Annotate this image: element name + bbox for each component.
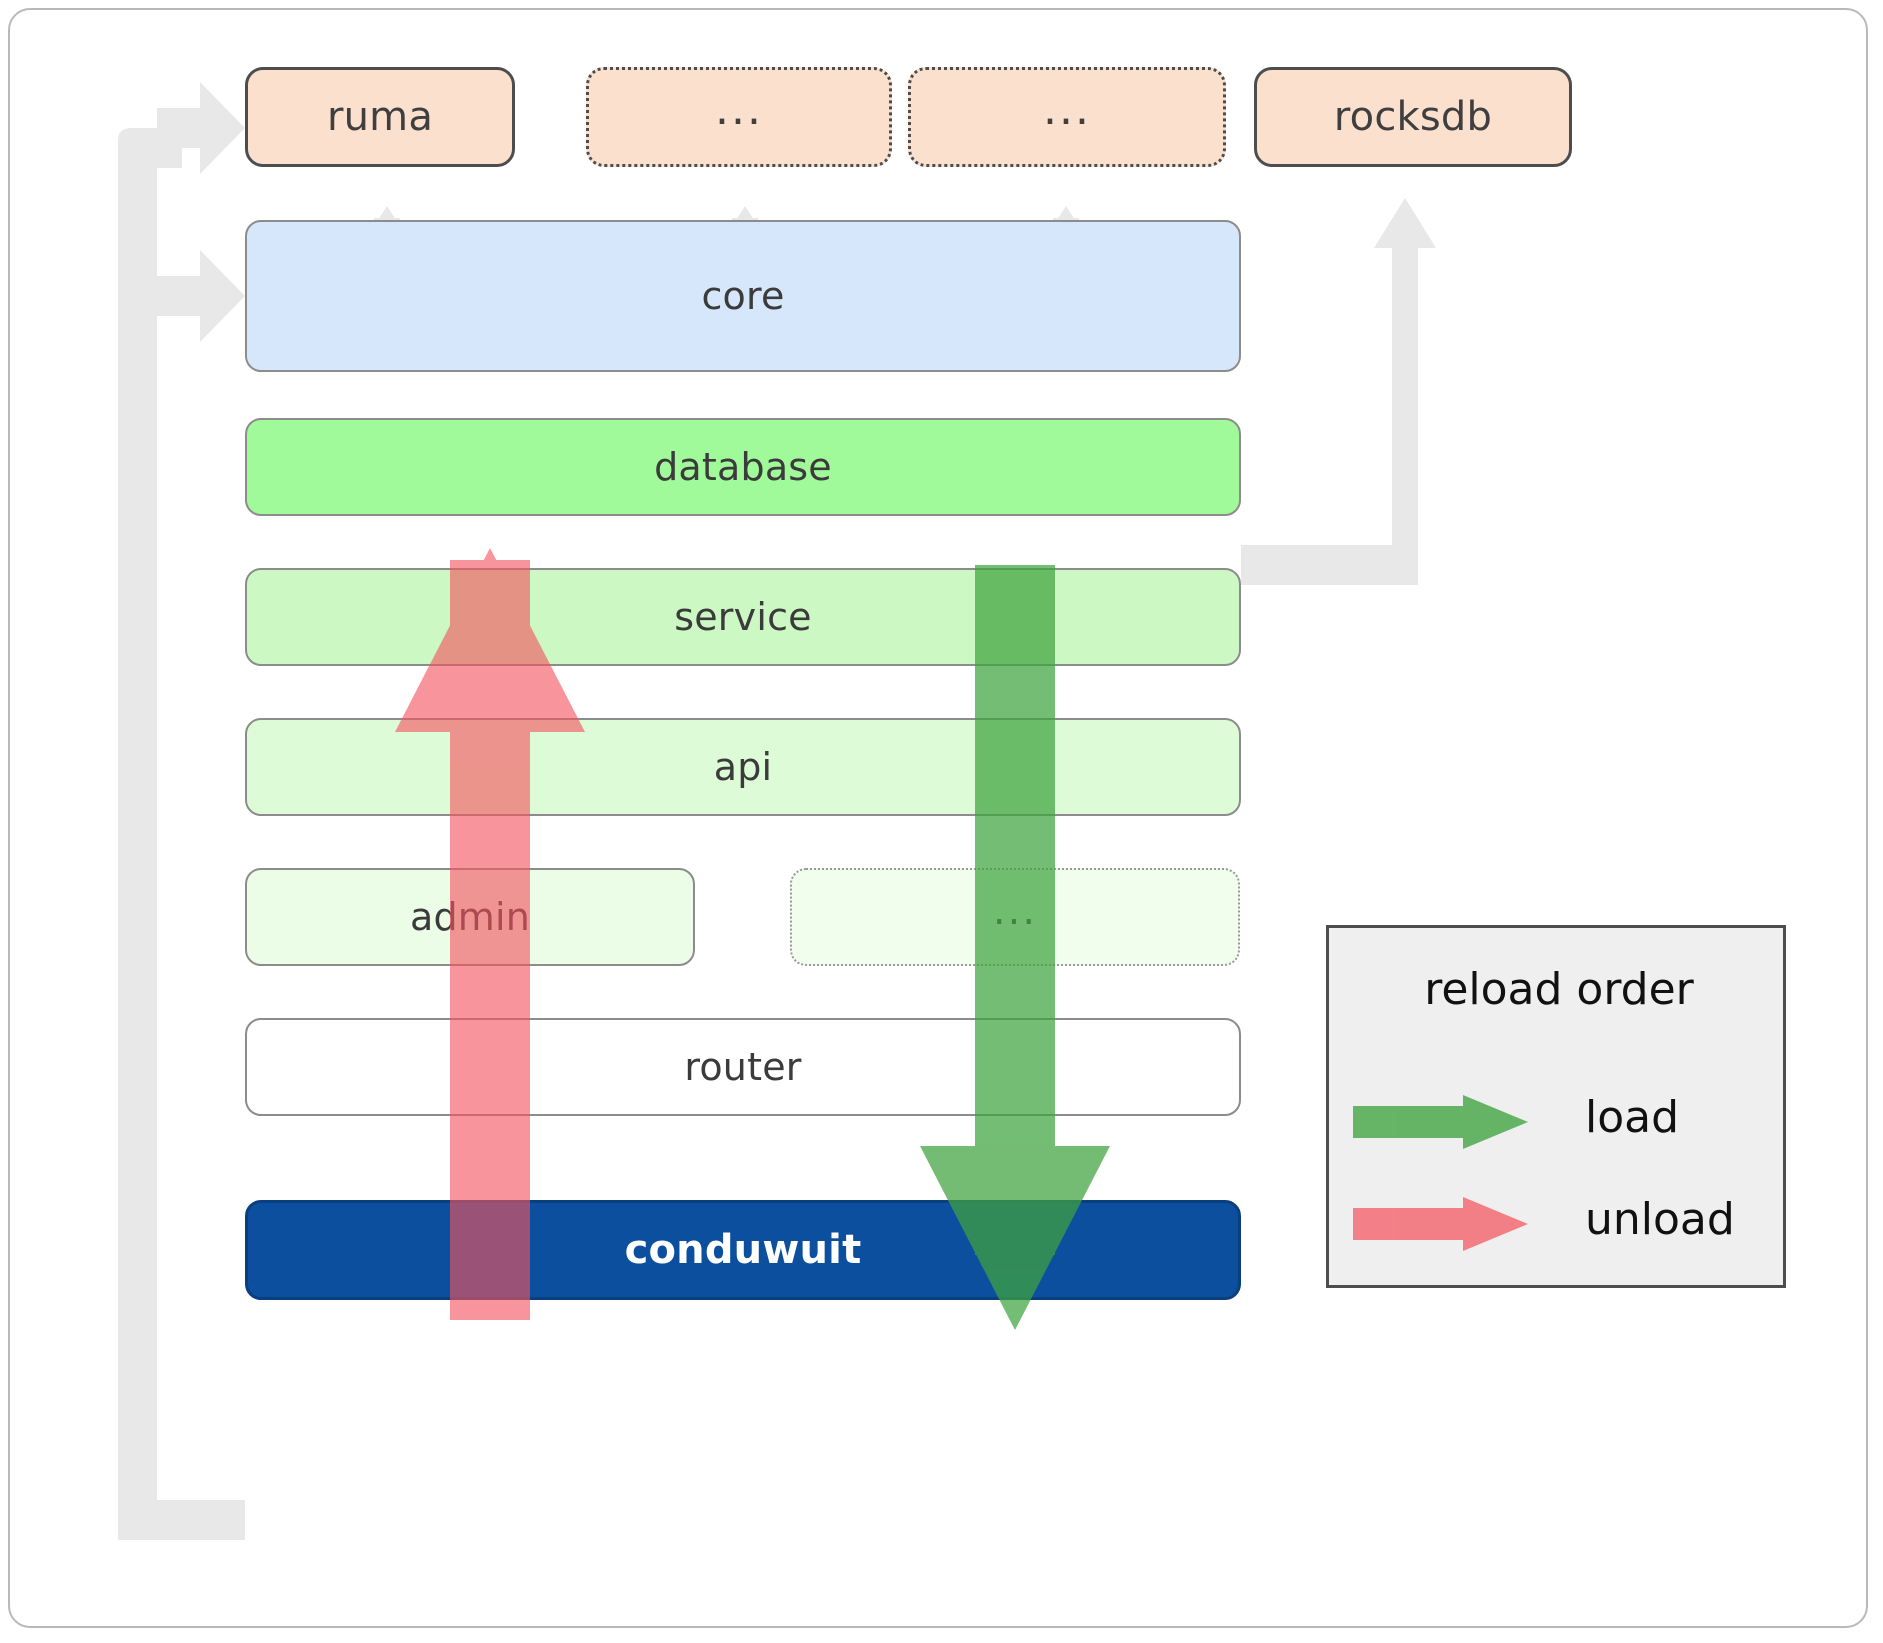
crate-label: core (701, 274, 785, 318)
crate-box-api[interactable]: api (245, 718, 1241, 816)
crate-box-admin[interactable]: admin (245, 868, 695, 966)
unload-arrow-icon (1353, 1197, 1528, 1251)
crate-label: admin (409, 895, 531, 939)
legend-label: load (1585, 1092, 1680, 1143)
legend-label: unload (1585, 1194, 1735, 1245)
crate-label: database (654, 445, 832, 489)
crate-box-core[interactable]: core (245, 220, 1241, 372)
dependency-box-rocksdb[interactable]: rocksdb (1254, 67, 1572, 167)
legend-title: reload order (1424, 964, 1694, 1015)
legend-entry-unload: unload (1329, 1182, 1789, 1266)
legend-entry-load: load (1329, 1080, 1789, 1164)
dependency-label: ... (715, 83, 763, 135)
crate-box-ellipsis[interactable]: ... (790, 868, 1240, 966)
crate-label: ... (992, 888, 1038, 934)
dependency-label: rocksdb (1333, 94, 1493, 140)
crate-box-database[interactable]: database (245, 418, 1241, 516)
binary-label: conduwuit (624, 1227, 862, 1273)
dependency-label: ruma (326, 94, 434, 140)
crate-box-service[interactable]: service (245, 568, 1241, 666)
crate-label: service (674, 595, 812, 639)
crate-label: api (713, 745, 773, 789)
legend-panel: reload order load unload (1326, 925, 1786, 1288)
dependency-label: ... (1043, 83, 1091, 135)
dependency-box-ellipsis-2[interactable]: ... (908, 67, 1226, 167)
crate-box-router[interactable]: router (245, 1018, 1241, 1116)
crate-label: router (684, 1045, 802, 1089)
dependency-box-ruma[interactable]: ruma (245, 67, 515, 167)
load-arrow-icon (1353, 1095, 1528, 1149)
binary-box-conduwuit[interactable]: conduwuit (245, 1200, 1241, 1300)
dependency-box-ellipsis-1[interactable]: ... (586, 67, 892, 167)
